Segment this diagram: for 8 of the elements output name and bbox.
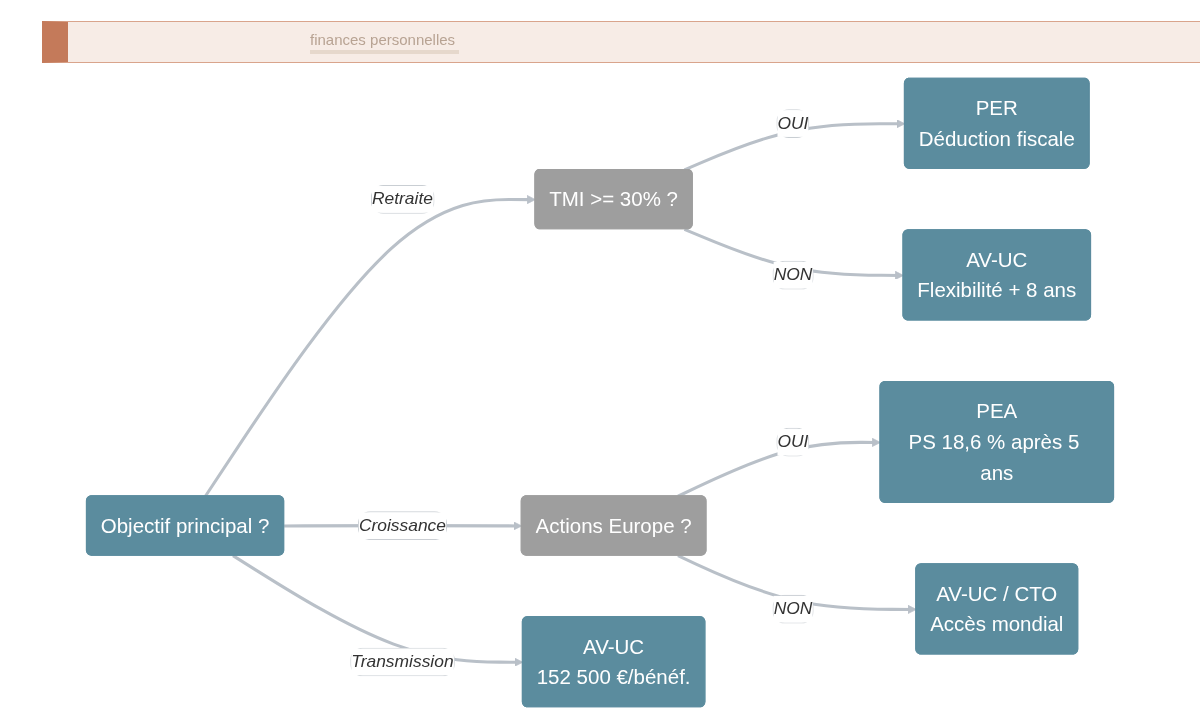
edge-label: Transmission xyxy=(351,651,454,672)
edge-label: Croissance xyxy=(358,515,447,535)
edge-label: NON xyxy=(773,264,813,285)
edge-label: OUI xyxy=(777,431,809,452)
tagline-text: finances personnelles xyxy=(310,31,460,54)
edge-label: NON xyxy=(773,598,813,619)
edge-label: OUI xyxy=(777,113,809,133)
edge-label: Retraite xyxy=(371,189,433,209)
